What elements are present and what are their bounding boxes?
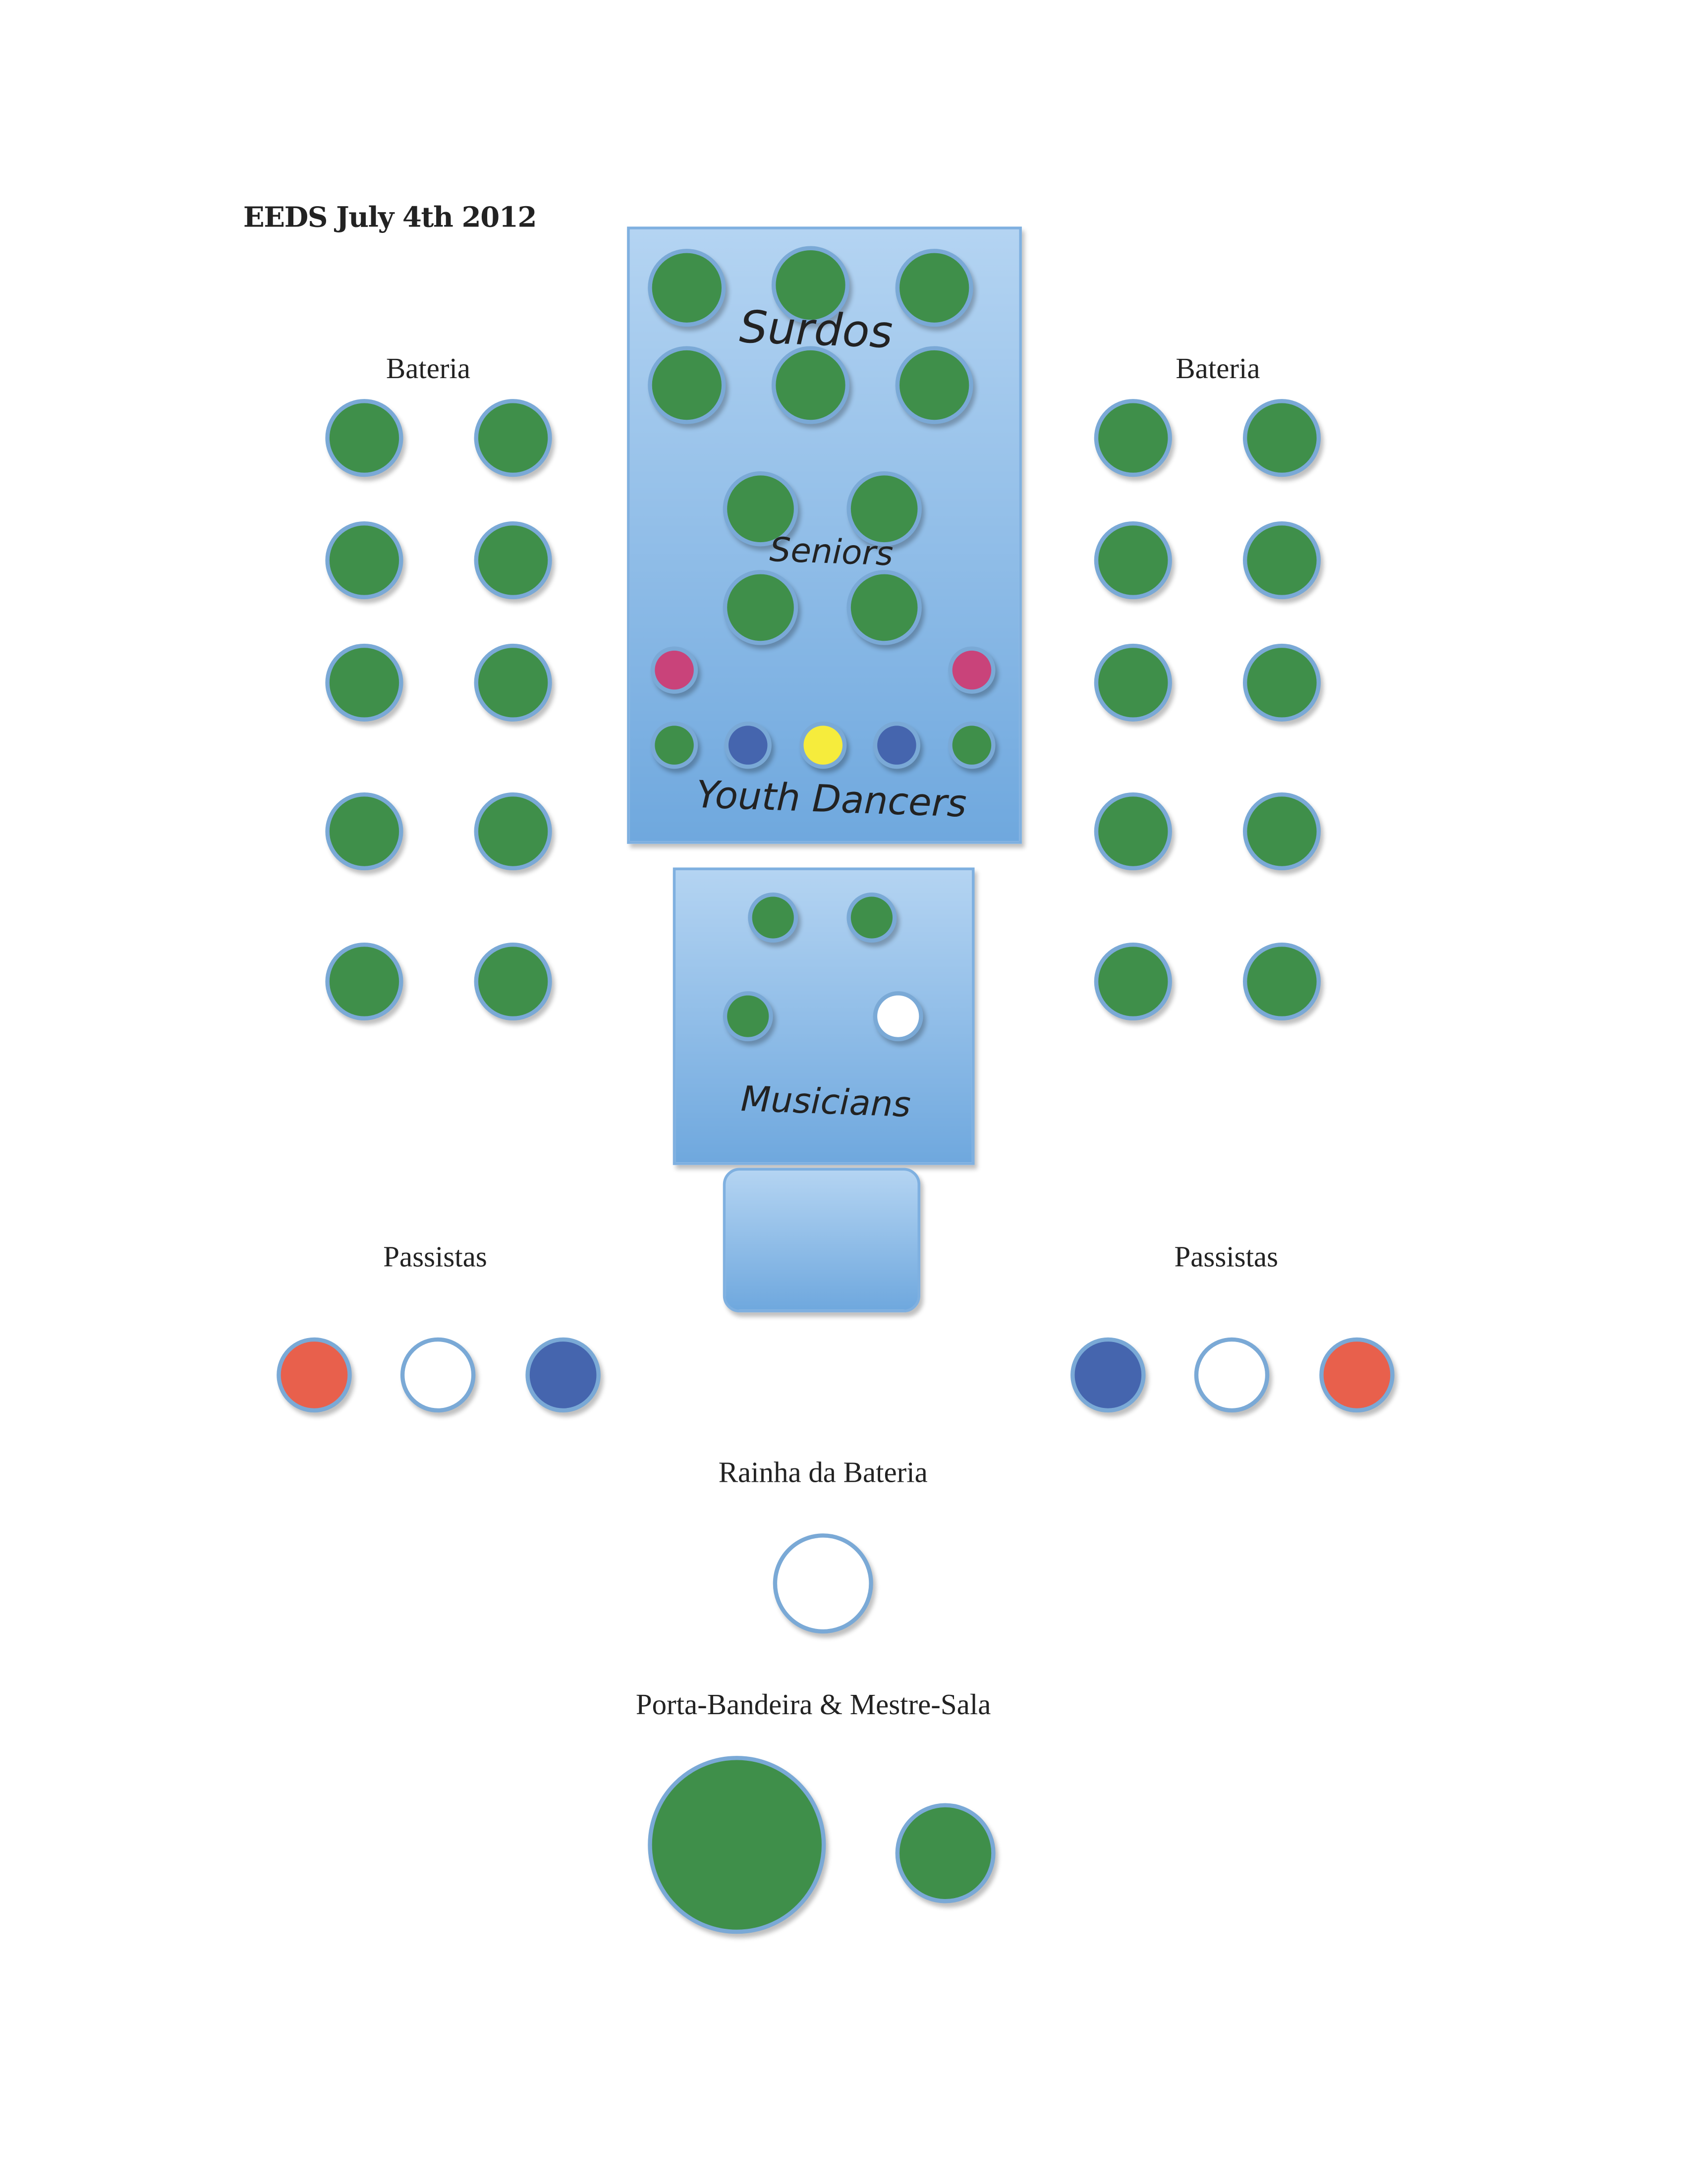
musicians-performer-green-circle — [846, 893, 897, 943]
label-bateria-left: Bateria — [386, 351, 471, 386]
seniors-performer-green-circle — [723, 570, 798, 645]
page-title: EEDS July 4th 2012 — [243, 200, 537, 234]
youth-dancers-performer-green-circle — [650, 721, 698, 769]
youth-dancers-performer-pink-circle — [948, 646, 996, 694]
seniors-performer-green-circle — [846, 471, 922, 547]
musicians-performer-green-circle — [748, 893, 798, 943]
youth-dancers-performer-pink-circle — [650, 646, 698, 694]
youth-dancers-performer-green-circle — [948, 721, 996, 769]
label-passistas-right: Passistas — [1174, 1240, 1279, 1274]
bateria-left-performer-green-circle — [474, 643, 552, 722]
bateria-right-performer-green-circle — [1242, 399, 1321, 477]
bateria-right-performer-green-circle — [1094, 792, 1172, 871]
bateria-right-performer-green-circle — [1094, 399, 1172, 477]
bateria-left-performer-green-circle — [325, 643, 403, 722]
small-float — [723, 1168, 921, 1313]
label-rainha-da-bateria: Rainha da Bateria — [718, 1456, 928, 1489]
bateria-right-performer-green-circle — [1242, 792, 1321, 871]
bateria-left-performer-green-circle — [325, 521, 403, 600]
bateria-right-performer-green-circle — [1242, 643, 1321, 722]
bateria-left-performer-green-circle — [474, 792, 552, 871]
bateria-right-performer-green-circle — [1094, 521, 1172, 600]
bateria-left-performer-green-circle — [325, 399, 403, 477]
surdos-performer-green-circle — [895, 249, 973, 327]
bateria-left-performer-green-circle — [474, 399, 552, 477]
musicians-performer-white-circle — [873, 991, 923, 1042]
passistas-right-performer-blue-circle — [1070, 1337, 1146, 1413]
porta-bandeira-mestre-sala-performer-green-circle — [648, 1756, 826, 1934]
surdos-performer-green-circle — [648, 249, 726, 327]
surdos-performer-green-circle — [771, 346, 850, 424]
surdos-performer-green-circle — [648, 346, 726, 424]
surdos-performer-green-circle — [895, 346, 973, 424]
bateria-right-performer-green-circle — [1094, 942, 1172, 1021]
youth-dancers-performer-yellow-circle — [799, 721, 847, 769]
rainha-performer-white-circle — [773, 1533, 873, 1634]
bateria-right-performer-green-circle — [1242, 942, 1321, 1021]
label-seniors: Seniors — [769, 530, 894, 574]
passistas-left-performer-blue-circle — [525, 1337, 601, 1413]
label-porta-bandeira-mestre-sala: Porta-Bandeira & Mestre-Sala — [635, 1687, 991, 1721]
bateria-right-performer-green-circle — [1094, 643, 1172, 722]
surdos-performer-green-circle — [771, 246, 850, 324]
passistas-right-performer-red-circle — [1319, 1337, 1395, 1413]
bateria-right-performer-green-circle — [1242, 521, 1321, 600]
passistas-left-performer-red-circle — [277, 1337, 352, 1413]
passistas-left-performer-white-circle — [400, 1337, 476, 1413]
bateria-left-performer-green-circle — [474, 521, 552, 600]
porta-bandeira-mestre-sala-performer-green-circle — [895, 1803, 996, 1904]
bateria-left-performer-green-circle — [474, 942, 552, 1021]
label-bateria-right: Bateria — [1176, 351, 1260, 386]
label-surdos: Surdos — [738, 300, 894, 359]
youth-dancers-performer-blue-circle — [873, 721, 921, 769]
label-passistas-left: Passistas — [383, 1240, 487, 1274]
musicians-performer-green-circle — [723, 991, 773, 1042]
youth-dancers-performer-blue-circle — [724, 721, 772, 769]
bateria-left-performer-green-circle — [325, 792, 403, 871]
seniors-performer-green-circle — [846, 570, 922, 645]
seniors-performer-green-circle — [723, 471, 798, 547]
bateria-left-performer-green-circle — [325, 942, 403, 1021]
passistas-right-performer-white-circle — [1194, 1337, 1270, 1413]
label-musicians: Musicians — [740, 1078, 912, 1125]
